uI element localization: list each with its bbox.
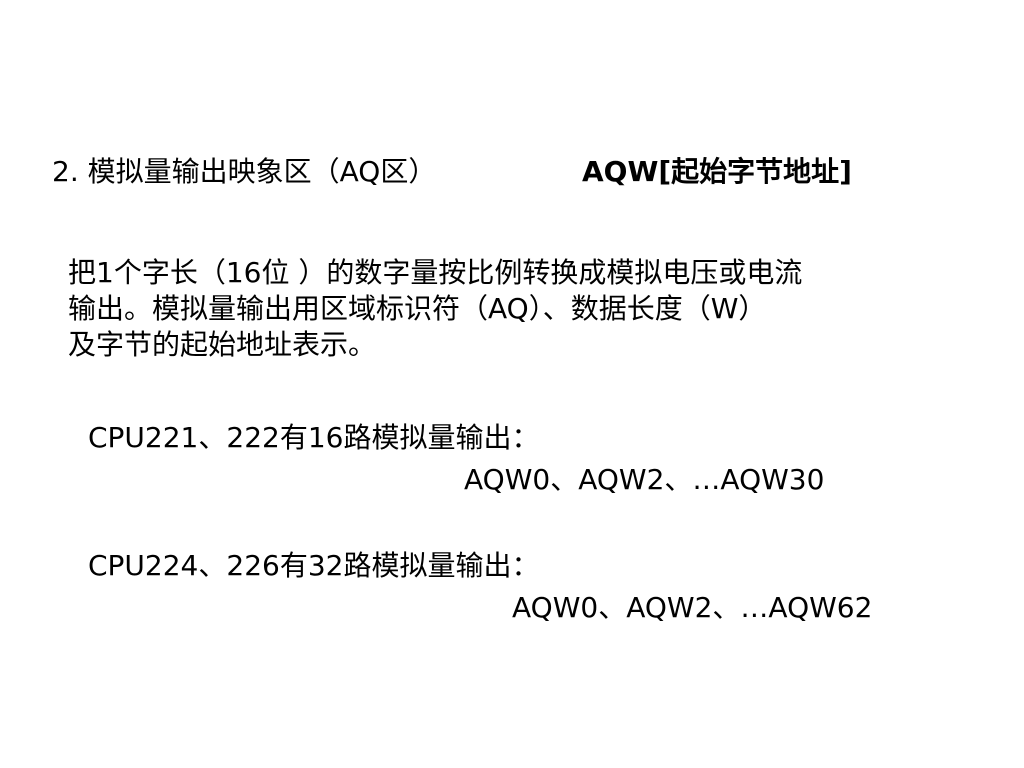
paragraph-line-1: 把1个字长（16位 ）的数字量按比例转换成模拟电压或电流 — [68, 256, 803, 289]
heading-left: 2. 模拟量输出映象区（AQ区） — [52, 155, 437, 188]
cpu224-226-label: CPU224、226有32路模拟量输出： — [88, 549, 540, 582]
description-paragraph: 把1个字长（16位 ）的数字量按比例转换成模拟电压或电流 输出。模拟量输出用区域… — [68, 255, 802, 363]
paragraph-line-2: 输出。模拟量输出用区域标识符（AQ）、数据长度（W） — [68, 292, 767, 325]
cpu224-226-addresses: AQW0、AQW2、…AQW62 — [512, 591, 873, 624]
heading-right: AQW[起始字节地址] — [582, 155, 852, 188]
cpu221-222-addresses: AQW0、AQW2、…AQW30 — [464, 463, 825, 496]
paragraph-line-3: 及字节的起始地址表示。 — [68, 328, 377, 361]
cpu221-222-label: CPU221、222有16路模拟量输出： — [88, 421, 540, 454]
